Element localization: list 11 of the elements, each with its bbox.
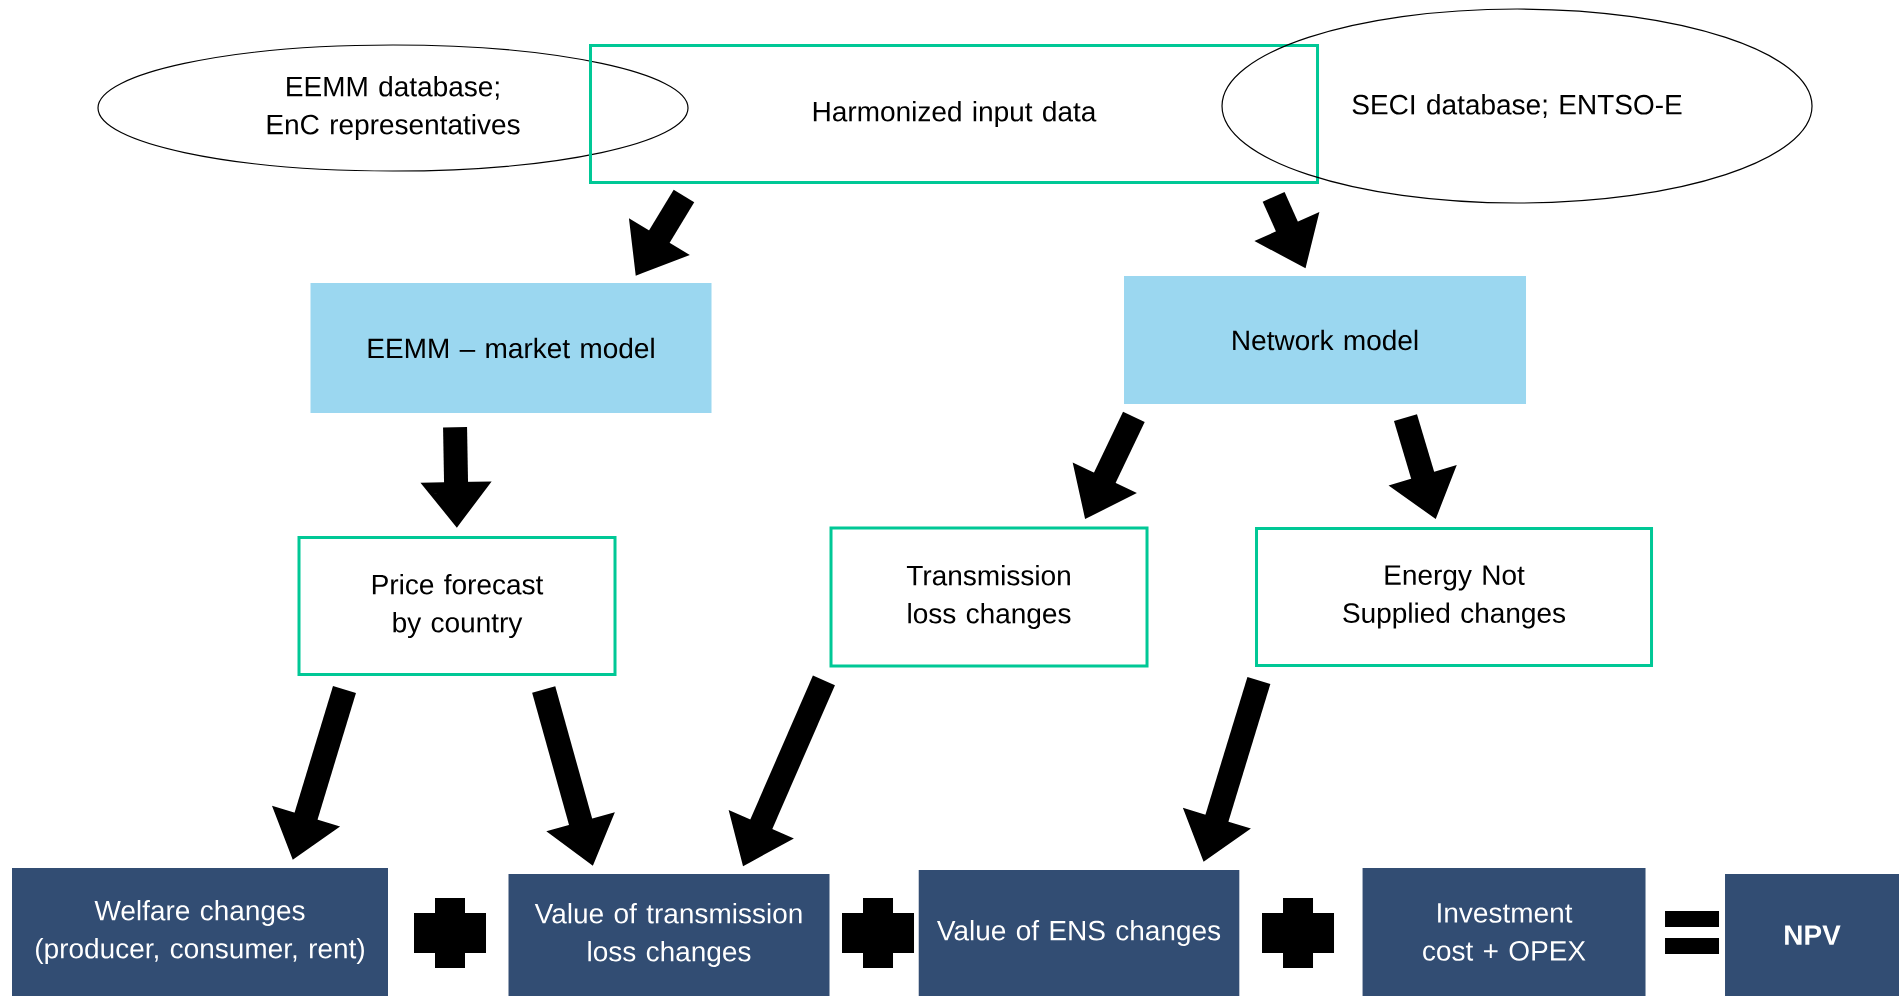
model-box: Network model [1124,276,1526,404]
result-box: Transmission loss changes [829,526,1149,668]
value-box: Investment cost + OPEX [1362,868,1646,996]
value-box: Welfare changes (producer, consumer, rent) [12,868,388,996]
value-box: Value of ENS changes [918,870,1240,996]
value-box: Value of transmission loss changes [508,874,830,996]
input-box: Harmonized input data [589,44,1319,184]
result-value-box: NPV [1725,874,1899,996]
result-box: Energy Not Supplied changes [1255,527,1653,667]
result-box: Price forecast by country [297,536,617,676]
model-box: EEMM – market model [310,283,712,413]
